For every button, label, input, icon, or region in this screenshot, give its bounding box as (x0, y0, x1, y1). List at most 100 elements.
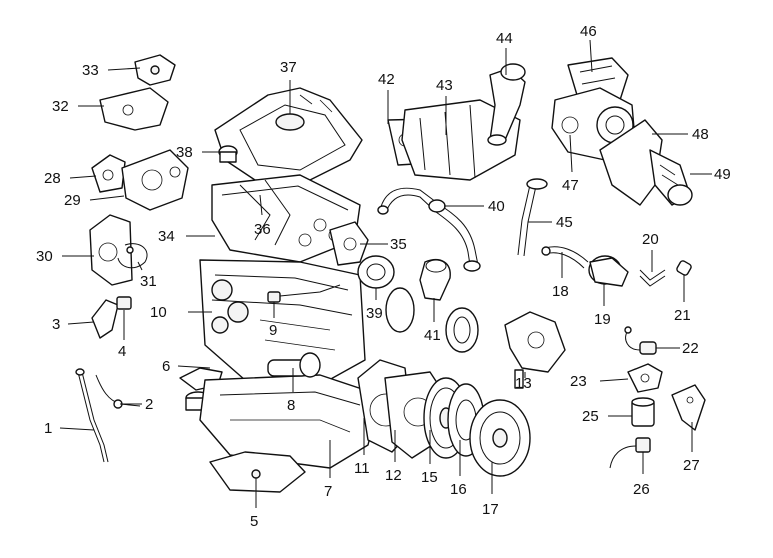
part-engine-block (199, 259, 366, 386)
callout-c27: 27 (683, 422, 700, 474)
callout-label: 47 (562, 177, 579, 194)
callout-label: 31 (140, 273, 157, 290)
part-engine-mount (671, 384, 706, 431)
callout-label: 48 (692, 126, 709, 143)
part-sensor-bracket (117, 243, 148, 269)
part-exhaust-manifold (401, 99, 521, 181)
callout-label: 39 (366, 305, 383, 322)
part-front-plate (121, 149, 189, 211)
callout-c22: 22 (656, 340, 699, 357)
callout-label: 40 (488, 198, 505, 215)
callout-c49: 49 (690, 166, 731, 183)
callout-label: 7 (324, 483, 332, 500)
callout-c37: 37 (280, 59, 297, 114)
callout-label: 35 (390, 236, 407, 253)
callout-label: 2 (145, 396, 153, 413)
callout-c32: 32 (52, 98, 104, 115)
callout-c17: 17 (482, 462, 499, 518)
part-oil-filler-cap (218, 145, 238, 163)
part-upper-bracket (134, 54, 176, 86)
callout-c35: 35 (360, 236, 407, 253)
callout-label: 38 (176, 144, 193, 161)
part-turbo-downpipe (487, 63, 526, 146)
callout-label: 44 (496, 30, 513, 47)
callout-c45: 45 (528, 214, 573, 231)
part-thermostat (116, 296, 132, 310)
part-seal-rings (385, 287, 479, 353)
callout-c16: 16 (450, 440, 467, 498)
callout-label: 3 (52, 316, 60, 333)
callout-c15: 15 (421, 430, 438, 486)
part-dipstick-tube (95, 374, 141, 409)
part-pressure-sensor (624, 326, 657, 355)
part-solenoid-valve (627, 363, 663, 393)
callout-label: 10 (150, 304, 167, 321)
callout-c33: 33 (82, 62, 141, 79)
callout-c20: 20 (642, 231, 659, 272)
part-auxiliary-pump (588, 255, 629, 287)
callout-c7: 7 (324, 440, 332, 500)
callout-c38: 38 (176, 144, 222, 161)
callout-c8: 8 (287, 368, 295, 414)
callout-label: 4 (118, 343, 126, 360)
callout-label: 28 (44, 170, 61, 187)
part-thermostat-housing (91, 299, 119, 339)
callout-c29: 29 (64, 192, 125, 209)
callout-label: 43 (436, 77, 453, 94)
part-mount-bracket (99, 87, 169, 131)
callout-label: 26 (633, 481, 650, 498)
callout-c39: 39 (366, 288, 383, 322)
callout-c48: 48 (652, 126, 709, 143)
part-hose-connector (676, 260, 692, 276)
callout-label: 49 (714, 166, 731, 183)
callout-label: 45 (556, 214, 573, 231)
callout-c25: 25 (582, 408, 632, 425)
part-pulley-cover (91, 154, 126, 193)
part-water-outlet (357, 255, 395, 289)
callout-c4: 4 (118, 310, 126, 360)
callout-c10: 10 (150, 304, 212, 321)
part-oil-sender (609, 437, 651, 469)
callout-c18: 18 (552, 252, 569, 300)
callout-label: 32 (52, 98, 69, 115)
callout-label: 22 (682, 340, 699, 357)
callout-label: 13 (515, 375, 532, 392)
part-coolant-housing (329, 221, 369, 266)
part-timing-cover (89, 214, 133, 286)
callout-label: 18 (552, 283, 569, 300)
callout-label: 30 (36, 248, 53, 265)
part-egr-pipe (377, 187, 481, 272)
callout-label: 36 (254, 221, 271, 238)
callout-label: 16 (450, 481, 467, 498)
callout-c12: 12 (385, 430, 402, 484)
callout-label: 8 (287, 397, 295, 414)
callout-c41: 41 (424, 298, 441, 344)
callout-label: 23 (570, 373, 587, 390)
callout-c11: 11 (354, 418, 370, 477)
part-oil-dipstick (75, 368, 109, 463)
part-crank-seal (267, 352, 321, 378)
part-coolant-hose (541, 246, 589, 269)
callout-c26: 26 (633, 452, 650, 498)
callout-c13: 13 (515, 372, 532, 392)
callout-label: 41 (424, 327, 441, 344)
part-coolant-elbow (419, 259, 451, 301)
callout-c30: 30 (36, 248, 94, 265)
callout-label: 19 (594, 311, 611, 328)
callout-c23: 23 (570, 373, 629, 390)
callout-label: 46 (580, 23, 597, 40)
callout-c44: 44 (496, 30, 513, 75)
part-oil-return-pipe (517, 178, 548, 257)
callout-c36: 36 (254, 194, 271, 238)
callout-c6: 6 (162, 358, 211, 375)
callout-label: 21 (674, 307, 691, 324)
callout-label: 12 (385, 467, 402, 484)
callout-c40: 40 (444, 198, 505, 215)
part-oil-pan (199, 374, 381, 469)
callout-c34: 34 (158, 228, 215, 245)
callout-c47: 47 (562, 134, 579, 194)
callout-c2: 2 (120, 396, 153, 413)
callout-label: 17 (482, 501, 499, 518)
callout-c46: 46 (580, 23, 597, 73)
